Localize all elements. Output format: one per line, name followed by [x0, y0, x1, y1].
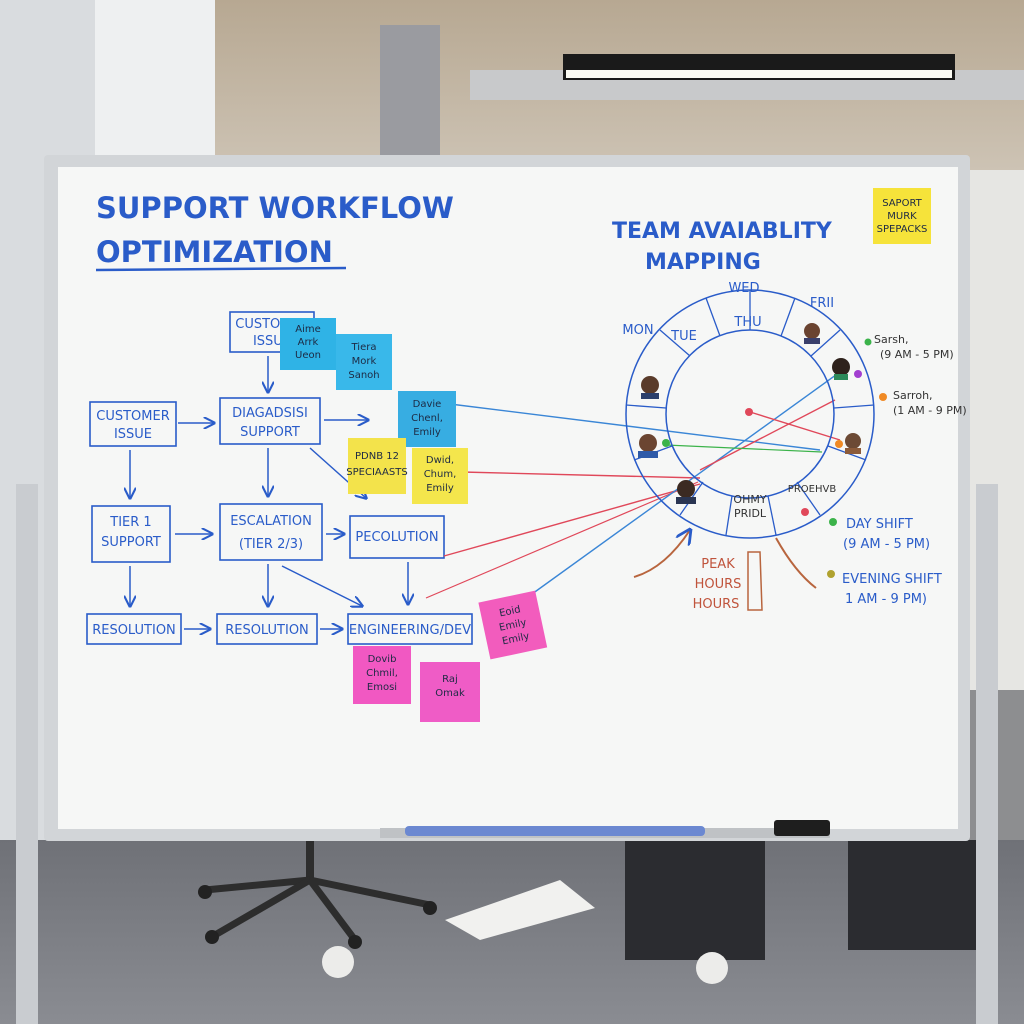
- svg-text:Mork: Mork: [352, 356, 377, 367]
- title-underline: [95, 266, 347, 272]
- cabinet: [625, 840, 765, 960]
- status-dot: [801, 508, 809, 516]
- svg-text:TIER 1: TIER 1: [109, 515, 151, 530]
- svg-text:PECOLUTION: PECOLUTION: [355, 530, 438, 545]
- legend-evening-shift: EVENING SHIFT: [842, 572, 942, 587]
- day-fri: FRII: [810, 296, 834, 311]
- paper-on-floor: [445, 880, 595, 940]
- sticky-note: PDNB 12 SPECIAASTS: [346, 438, 408, 494]
- svg-text:1 AM - 9 PM): 1 AM - 9 PM): [845, 592, 927, 607]
- availability-ring: WED MON TUE THU FRII OHMY PRIDL PROEHVB: [622, 281, 875, 539]
- svg-text:Chmil,: Chmil,: [366, 668, 398, 679]
- svg-text:Tiera: Tiera: [351, 342, 377, 353]
- svg-text:Eoid: Eoid: [498, 604, 521, 619]
- stand-leg-left: [16, 484, 38, 1024]
- svg-text:RESOLUTION: RESOLUTION: [92, 623, 176, 638]
- svg-text:SPECIAASTS: SPECIAASTS: [346, 467, 407, 478]
- svg-text:PRIDL: PRIDL: [734, 507, 767, 520]
- svg-text:Emily: Emily: [426, 483, 454, 494]
- sticky-note: Aime Arrk Ueon: [280, 318, 336, 370]
- flow-box-engineering: [347, 613, 473, 645]
- svg-text:Omak: Omak: [435, 688, 465, 699]
- svg-text:CUSTOMER: CUSTOMER: [96, 409, 169, 424]
- svg-text:Arrk: Arrk: [298, 337, 319, 348]
- markers: [405, 826, 705, 836]
- svg-text:Emily: Emily: [413, 427, 441, 438]
- svg-text:(9 AM - 5 PM): (9 AM - 5 PM): [880, 348, 954, 361]
- peak-hours-label: PEAK: [701, 557, 735, 572]
- svg-text:DIAGADSISI: DIAGADSISI: [232, 406, 308, 421]
- legend-sarah-2: Sarroh,: [893, 389, 933, 402]
- svg-text:Emosi: Emosi: [367, 682, 397, 693]
- flow-box-pecolution: [349, 515, 445, 559]
- flow-box-resolution-2: [216, 613, 318, 645]
- svg-text:(9 AM - 5 PM): (9 AM - 5 PM): [843, 537, 930, 552]
- ceiling-duct: [380, 25, 440, 155]
- sticky-note: Raj Omak: [420, 662, 480, 722]
- sticky-note: Eoid Emily Emily: [478, 590, 548, 660]
- day-tue: TUE: [670, 329, 697, 344]
- flowchart: CUSTOMER ISSUE CUSTOMER ISSUE DIAGADSISI…: [86, 311, 473, 645]
- svg-text:ESCALATION: ESCALATION: [230, 514, 312, 529]
- flow-box-resolution-1: [86, 613, 182, 645]
- avatar: [638, 323, 861, 504]
- sticky-note: Dwid, Chum, Emily: [412, 448, 468, 504]
- flow-box-diagnosis: [219, 397, 321, 445]
- sticky-notes: Aime Arrk Ueon Tiera Mork Sanoh Davie Ch…: [280, 188, 931, 722]
- sticky-note: SAPORT MURK SPEPACKS: [873, 188, 931, 244]
- svg-text:MURK: MURK: [887, 211, 917, 222]
- status-dot: [662, 439, 670, 447]
- availability-legend: Sarsh, (9 AM - 5 PM) Sarroh, (1 AM - 9 P…: [633, 333, 967, 612]
- svg-text:(TIER 2/3): (TIER 2/3): [239, 537, 303, 552]
- whiteboard: [44, 155, 970, 841]
- stand-leg-right: [976, 484, 998, 1024]
- legend-sarah-1: Sarsh,: [874, 333, 908, 346]
- day-mon: MON: [622, 323, 653, 338]
- svg-text:HOURS: HOURS: [693, 597, 740, 612]
- status-dot: [854, 370, 862, 378]
- svg-text:SUPPORT: SUPPORT: [240, 425, 300, 440]
- office-chair: [198, 840, 437, 949]
- sticky-note: Dovib Chmil, Emosi: [353, 646, 411, 704]
- svg-text:Chenl,: Chenl,: [411, 413, 443, 424]
- svg-text:Ueon: Ueon: [295, 350, 321, 361]
- svg-text:SPEPACKS: SPEPACKS: [877, 224, 928, 235]
- svg-text:Chum,: Chum,: [424, 469, 457, 480]
- svg-text:SUPPORT: SUPPORT: [101, 535, 161, 550]
- svg-text:Dwid,: Dwid,: [426, 455, 454, 466]
- svg-text:(1 AM - 9 PM): (1 AM - 9 PM): [893, 404, 967, 417]
- sticky-note: Tiera Mork Sanoh: [336, 334, 392, 390]
- legend-day-shift: DAY SHIFT: [846, 517, 913, 532]
- crumpled-paper: [696, 952, 728, 984]
- svg-text:PDNB 12: PDNB 12: [355, 451, 399, 462]
- svg-text:SAPORT: SAPORT: [882, 198, 922, 209]
- svg-text:Sanoh: Sanoh: [348, 370, 379, 381]
- cabinet: [848, 840, 978, 950]
- flow-box-escalation: [219, 503, 323, 561]
- svg-text:RESOLUTION: RESOLUTION: [225, 623, 309, 638]
- right-title-line1: TEAM AVAIABLITY: [612, 219, 833, 244]
- crumpled-paper: [322, 946, 354, 978]
- day-wed: WED: [728, 281, 759, 296]
- svg-text:ISSUE: ISSUE: [114, 427, 152, 442]
- svg-text:ENGINEERING/DEV: ENGINEERING/DEV: [349, 623, 471, 638]
- flow-box-customer-issue: [89, 401, 177, 447]
- ring-center-label: OHMY: [733, 493, 766, 506]
- center-dot: [745, 408, 753, 416]
- board-title-line2: OPTIMIZATION: [96, 235, 333, 269]
- eraser: [774, 820, 830, 836]
- board-title-line1: SUPPORT WORKFLOW: [96, 191, 454, 225]
- status-dot: [835, 440, 843, 448]
- sticky-note: Davie Chenl, Emily: [398, 391, 456, 447]
- right-title-line2: MAPPING: [645, 250, 761, 275]
- day-thu: THU: [733, 315, 761, 330]
- flow-box-tier1: [91, 505, 171, 563]
- svg-text:Raj: Raj: [442, 674, 458, 685]
- svg-text:Dovib: Dovib: [368, 654, 397, 665]
- svg-text:HOURS: HOURS: [695, 577, 742, 592]
- svg-text:Davie: Davie: [413, 399, 442, 410]
- ring-small-label: PROEHVB: [788, 484, 837, 495]
- svg-text:Aime: Aime: [295, 324, 321, 335]
